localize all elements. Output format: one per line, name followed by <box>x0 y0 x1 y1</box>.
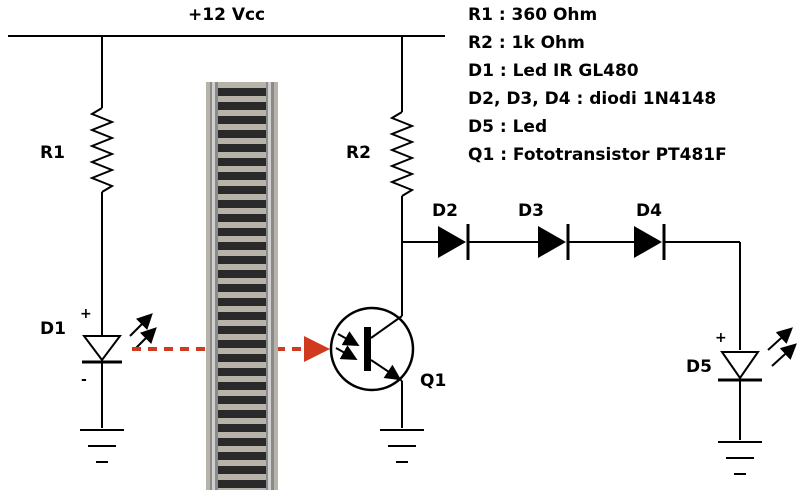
track-tie <box>218 480 266 488</box>
r2-branch <box>389 36 438 306</box>
track-tie <box>218 340 266 348</box>
track-tie <box>218 116 266 124</box>
track-icon <box>206 82 278 490</box>
label-d1: D1 <box>40 319 66 339</box>
label-d5: D5 <box>686 357 712 377</box>
track-tie <box>218 298 266 306</box>
track-tie <box>218 172 266 180</box>
track-tie <box>218 424 266 432</box>
label-d3: D3 <box>518 201 544 221</box>
track-tie <box>218 354 266 362</box>
track-tie <box>218 410 266 418</box>
track-tie <box>218 228 266 236</box>
d1-plus: + <box>80 306 92 322</box>
label-r2: R2 <box>346 143 371 163</box>
component-legend: R1 : 360 Ohm R2 : 1k Ohm D1 : Led IR GL4… <box>468 5 727 165</box>
resistor-r1-icon <box>89 107 115 193</box>
label-q1: Q1 <box>420 371 446 391</box>
track-tie <box>218 144 266 152</box>
track-tie <box>218 158 266 166</box>
track-tie <box>218 326 266 334</box>
track-tie <box>218 88 266 96</box>
track-tie <box>218 368 266 376</box>
track-tie <box>218 466 266 474</box>
d1-minus: - <box>81 372 87 388</box>
track-tie <box>218 382 266 390</box>
track-tie <box>218 438 266 446</box>
resistor-r2-icon <box>389 111 415 197</box>
track-tie <box>218 214 266 222</box>
legend-item: D1 : Led IR GL480 <box>468 61 639 81</box>
legend-item: Q1 : Fototransistor PT481F <box>468 145 727 165</box>
diode-d4-icon <box>634 224 666 260</box>
diode-chain <box>438 224 741 350</box>
d5-plus: + <box>715 330 727 346</box>
ground-d5-icon <box>718 441 762 475</box>
label-d4: D4 <box>636 201 662 221</box>
track-tie <box>218 200 266 208</box>
label-r1: R1 <box>40 143 65 163</box>
track-tie <box>218 130 266 138</box>
led-d5-icon <box>718 327 797 382</box>
phototransistor-q1-icon <box>329 306 415 428</box>
track-tie <box>218 256 266 264</box>
track-tie <box>218 186 266 194</box>
diode-d3-icon <box>538 224 570 260</box>
ground-q1-icon <box>380 429 424 463</box>
legend-item: R2 : 1k Ohm <box>468 33 585 53</box>
legend-item: D2, D3, D4 : diodi 1N4148 <box>468 89 716 109</box>
track-tie <box>218 102 266 110</box>
r1-branch <box>80 36 157 463</box>
track-tie <box>218 270 266 278</box>
track-tie <box>218 242 266 250</box>
legend-item: R1 : 360 Ohm <box>468 5 597 25</box>
track-tie <box>218 452 266 460</box>
led-d1-icon <box>82 313 157 364</box>
diode-d2-icon <box>438 224 470 260</box>
track-tie <box>218 284 266 292</box>
track-tie <box>218 396 266 404</box>
label-d2: D2 <box>432 201 458 221</box>
supply-label: +12 Vcc <box>188 5 265 25</box>
legend-item: D5 : Led <box>468 117 547 137</box>
ground-d1-icon <box>80 429 124 463</box>
track-tie <box>218 312 266 320</box>
